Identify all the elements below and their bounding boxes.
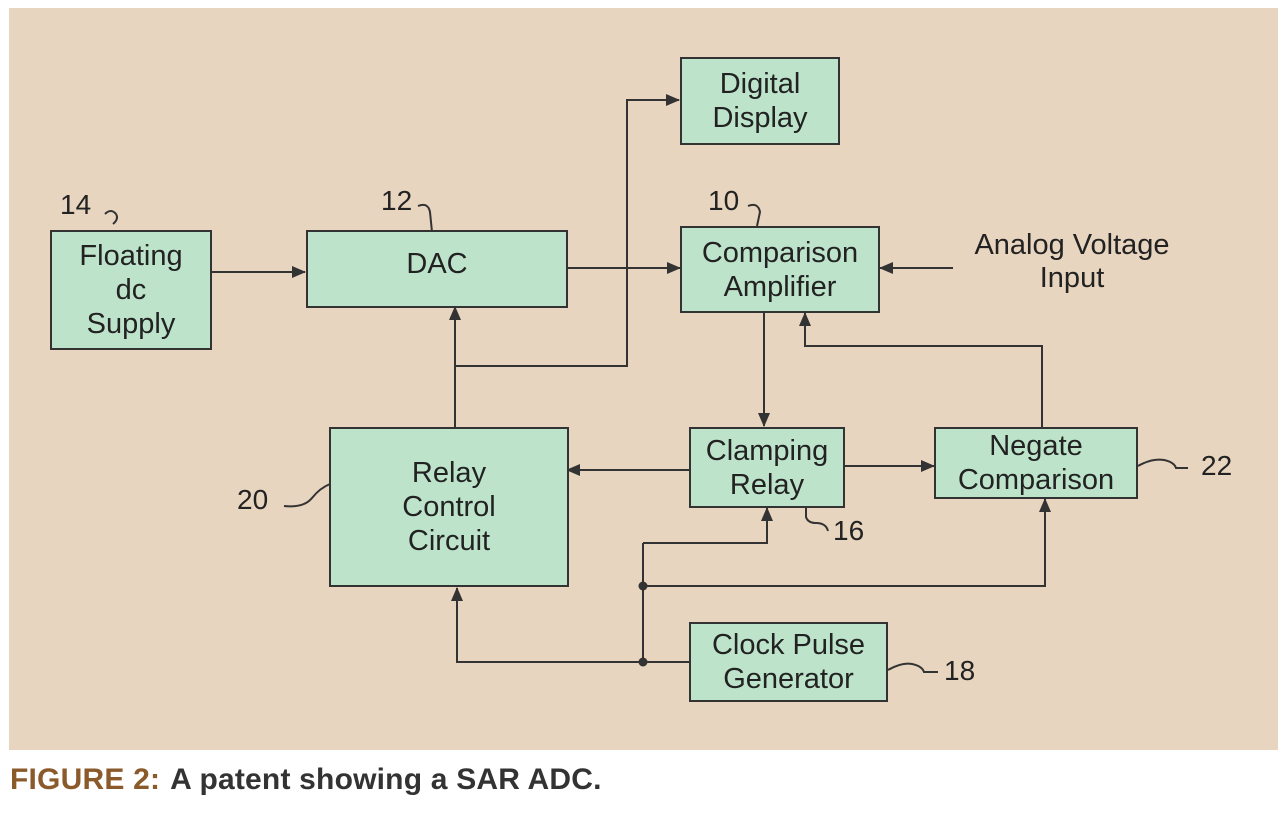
floating-dc-supply-block: Floating dc Supply [50,230,212,350]
wire-negate-to-amplifier [799,312,1043,428]
wire-clock-to-relay-control [451,587,690,663]
caption-text: A patent showing a SAR ADC. [170,763,602,796]
dac-label: DAC [406,248,468,280]
ref-20: 20 [237,484,269,515]
relay-control-circuit-label: Relay Control Circuit [402,457,496,557]
leader-16 [805,507,829,532]
leader-22 [1137,458,1188,469]
negate-comparison-label: Negate Comparison [957,430,1115,496]
leader-20 [283,483,331,508]
leader-14 [104,210,118,225]
leader-18 [887,662,938,673]
analog-voltage-input-label: Analog Voltage Input [974,229,1170,294]
ref-16: 16 [833,515,865,546]
ref-22: 22 [1201,450,1233,481]
relay-control-circuit-block: Relay Control Circuit [329,427,569,587]
figure-caption: FIGURE 2: A patent showing a SAR ADC. [10,763,602,797]
comparison-amplifier-block: Comparison Amplifier [680,226,880,313]
clamping-relay-block: Clamping Relay [689,427,845,508]
comparison-amplifier-label: Comparison Amplifier [701,236,859,303]
ref-10: 10 [708,185,740,216]
ref-18: 18 [944,655,976,686]
clamping-relay-label: Clamping Relay [705,434,829,501]
ref-12: 12 [381,185,413,216]
digital-display-block: Digital Display [680,57,840,145]
floating-dc-supply-label: Floating dc Supply [79,240,183,340]
wire-to-digital-display [455,94,680,367]
negate-comparison-block: Negate Comparison [934,427,1138,499]
leader-12 [417,203,433,233]
junction-dot-upper [638,581,648,591]
wire-clock-to-negate [643,498,1051,587]
figure-label: FIGURE 2: [10,763,161,796]
dac-block: DAC [306,230,568,308]
clock-pulse-generator-label: Clock Pulse Generator [711,629,866,695]
digital-display-label: Digital Display [712,68,808,134]
junction-dot-lower [638,657,648,667]
wire-clock-to-clamping [643,507,773,544]
ref-14: 14 [60,189,92,220]
clock-pulse-generator-block: Clock Pulse Generator [689,622,888,702]
leader-10 [747,203,762,227]
